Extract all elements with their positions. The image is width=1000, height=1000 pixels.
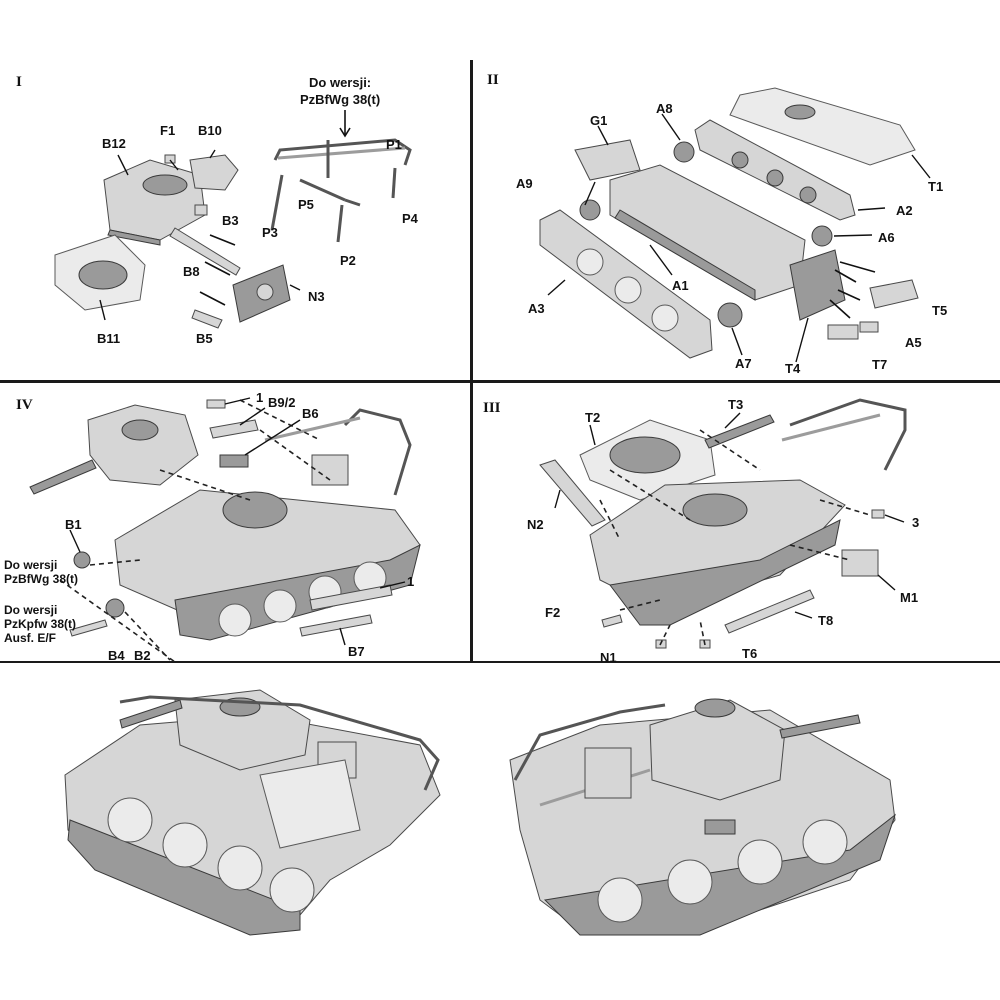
part-label-t4: T4 (785, 361, 801, 376)
part-label-a8: A8 (656, 101, 673, 116)
part-label-p5: P5 (298, 197, 314, 212)
note-line: PzBfWg 38(t) (4, 572, 78, 586)
part-label-p3: P3 (262, 225, 278, 240)
part-label-t7: T7 (872, 357, 888, 372)
part-label-t5: T5 (932, 303, 948, 318)
part-label-b6: B6 (302, 406, 319, 421)
part-label-b10: B10 (198, 123, 222, 138)
note-line: Do wersji (4, 603, 58, 617)
tank-render-left (64, 689, 441, 936)
part-label-a9: A9 (516, 176, 533, 191)
part-label-a7: A7 (735, 356, 752, 371)
part-label-t6: T6 (742, 646, 758, 661)
part-label-b3: B3 (222, 213, 239, 228)
part-label-p4: P4 (402, 211, 418, 226)
part-label-a3: A3 (528, 301, 545, 316)
part-label-a5: A5 (905, 335, 922, 350)
part-label-g1: G1 (590, 113, 608, 128)
part-label-b5: B5 (196, 331, 213, 346)
part-label-3: 3 (912, 515, 920, 530)
part-label-1-bottom: 1 (407, 574, 415, 589)
note-line: Ausf. E/F (4, 631, 57, 645)
note-line: PzKpfw 38(t) (4, 617, 76, 631)
variant-note-kpfw-iv: Do wersji PzKpfw 38(t) Ausf. E/F (4, 603, 76, 645)
panel-number-iv: IV (16, 397, 33, 413)
part-label-b11: B11 (97, 331, 121, 346)
part-label-f1: F1 (160, 123, 176, 138)
part-label-t3: T3 (728, 397, 744, 412)
hull-lower-group (539, 87, 931, 363)
part-label-n2: N2 (527, 517, 544, 532)
divider-vertical-top (470, 60, 473, 663)
part-label-a6: A6 (878, 230, 895, 245)
part-label-b1: B1 (65, 517, 82, 532)
part-label-b9-2: B9/2 (268, 395, 296, 410)
part-label-t1: T1 (928, 179, 944, 194)
part-label-b7: B7 (348, 644, 365, 659)
panel-number-iii: III (483, 400, 501, 416)
part-label-b4: B4 (108, 648, 125, 663)
part-label-b12: B12 (102, 136, 126, 151)
note-line: Do wersji: (309, 75, 372, 90)
note-line: Do wersji (4, 558, 58, 572)
panel-number-ii: II (487, 72, 499, 88)
divider-horizontal-bottom (0, 661, 1000, 663)
part-label-m1: M1 (900, 590, 919, 605)
variant-note-bfwg-iv: Do wersji PzBfWg 38(t) (4, 558, 78, 586)
part-label-t8: T8 (818, 613, 834, 628)
panel-number-i: I (16, 74, 22, 90)
part-label-b2: B2 (134, 648, 151, 663)
part-label-a1: A1 (672, 278, 689, 293)
hull-turret-assembly-group (29, 397, 421, 663)
part-label-a2: A2 (896, 203, 913, 218)
tank-render-right (509, 698, 896, 936)
part-label-n1: N1 (600, 650, 617, 665)
part-label-t2: T2 (585, 410, 601, 425)
part-label-f2: F2 (545, 605, 561, 620)
part-label-b8: B8 (183, 264, 200, 279)
variant-note-pzbfwg: Do wersji: PzBfWg 38(t) (300, 74, 380, 108)
hull-upper-assembly-group (539, 398, 907, 649)
turret-parts-group (54, 110, 412, 329)
part-label-1-top: 1 (256, 390, 264, 405)
part-label-p1: P1 (386, 137, 402, 152)
divider-horizontal (0, 380, 1000, 383)
part-label-p2: P2 (340, 253, 356, 268)
part-label-n3: N3 (308, 289, 325, 304)
note-line: PzBfWg 38(t) (300, 92, 381, 107)
